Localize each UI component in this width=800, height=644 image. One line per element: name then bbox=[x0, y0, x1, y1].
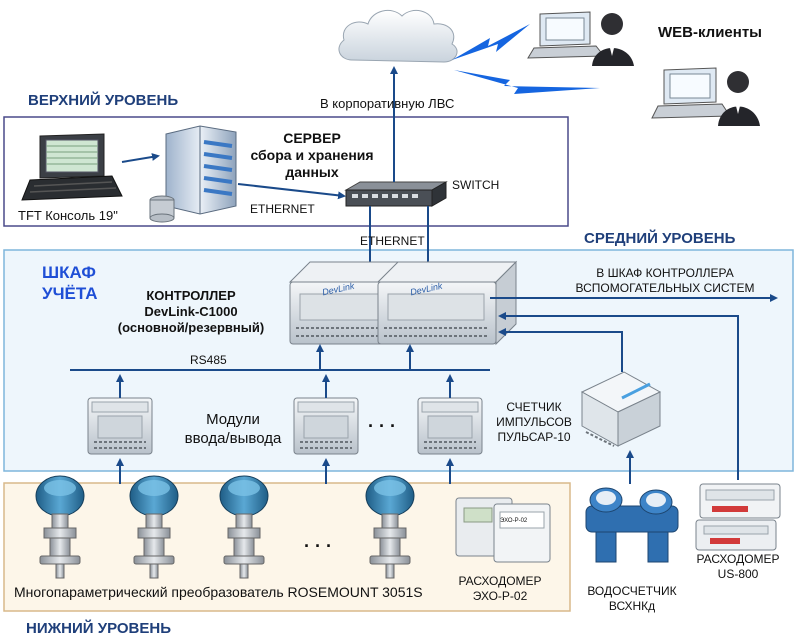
io-module-icon bbox=[87, 397, 153, 455]
io-module-icon bbox=[293, 397, 359, 455]
flowmeter-us800-label-line1: РАСХОДОМЕР bbox=[696, 552, 780, 566]
top-level-title: ВЕРХНИЙ УРОВЕНЬ bbox=[28, 92, 179, 109]
cabinet-label-line1: ШКАФ bbox=[42, 263, 96, 282]
lightning-icon bbox=[454, 70, 600, 94]
water-meter-label-line2: ВСХНКд bbox=[608, 599, 656, 613]
person-icon bbox=[592, 13, 634, 66]
server-label-line3: данных bbox=[285, 164, 339, 180]
flowmeter-echo-label: РАСХОДОМЕР ЭХО-Р-02 bbox=[450, 574, 550, 604]
lightning-icon bbox=[452, 24, 530, 60]
sensor-ellipsis: · · · bbox=[304, 536, 332, 556]
flowmeter-echo-icon bbox=[455, 497, 551, 563]
pulse-controller-arrow bbox=[498, 328, 623, 372]
water-meter-label-line1: ВОДОСЧЕТЧИК bbox=[587, 584, 677, 598]
aux-cabinet-label-line1: В ШКАФ КОНТРОЛЛЕРА bbox=[596, 266, 734, 280]
tft-console-label: TFT Консоль 19" bbox=[18, 208, 118, 223]
ethernet-middle-label: ETHERNET bbox=[360, 234, 425, 248]
us800-controller-arrow bbox=[498, 312, 739, 480]
ethernet-top-label: ETHERNET bbox=[250, 202, 315, 216]
io-modules-label: Модули ввода/вывода bbox=[178, 410, 288, 448]
tft-console-icon bbox=[21, 133, 123, 201]
controller-label-line1: КОНТРОЛЛЕР bbox=[146, 288, 236, 303]
pulse-counter-icon bbox=[580, 371, 662, 447]
transmitter-label: Многопараметрический преобразователь ROS… bbox=[14, 584, 423, 600]
cloud-icon bbox=[338, 9, 458, 63]
pulse-counter-label: СЧЕТЧИК ИМПУЛЬСОВ ПУЛЬСАР-10 bbox=[492, 400, 576, 445]
pulse-counter-label-line2: ИМПУЛЬСОВ bbox=[496, 415, 572, 429]
aux-cabinet-label: В ШКАФ КОНТРОЛЛЕРА ВСПОМОГАТЕЛЬНЫХ СИСТЕ… bbox=[560, 266, 770, 296]
bottom-level-title: НИЖНИЙ УРОВЕНЬ bbox=[26, 620, 171, 637]
server-switch-arrow bbox=[237, 183, 346, 200]
corporate-lan-label: В корпоративную ЛВС bbox=[320, 96, 455, 111]
person-icon bbox=[718, 71, 760, 126]
laptop-icon bbox=[527, 11, 606, 59]
controller-label: КОНТРОЛЛЕР DevLink-C1000 (основной/резер… bbox=[106, 288, 276, 336]
controller-label-line3: (основной/резервный) bbox=[117, 320, 265, 335]
flowmeter-us800-label-line2: US-800 bbox=[717, 567, 759, 581]
controller-label-line2: DevLink-C1000 bbox=[144, 304, 238, 319]
pulse-counter-label-line1: СЧЕТЧИК bbox=[506, 400, 562, 414]
cabinet-label-line2: УЧЁТА bbox=[42, 284, 98, 303]
flowmeter-echo-panel-label: ЭХО-Р-02 bbox=[500, 518, 528, 524]
web-clients-label: WEB-клиенты bbox=[658, 24, 762, 41]
flowmeter-us800-label: РАСХОДОМЕР US-800 bbox=[688, 552, 788, 582]
flowmeter-echo-label-line1: РАСХОДОМЕР bbox=[458, 574, 542, 588]
flowmeter-echo-label-line2: ЭХО-Р-02 bbox=[472, 589, 528, 603]
console-server-arrow bbox=[121, 153, 160, 163]
cabinet-label: ШКАФ УЧЁТА bbox=[42, 262, 97, 304]
pulse-counter-label-line3: ПУЛЬСАР-10 bbox=[497, 430, 571, 444]
io-module-icon bbox=[417, 397, 483, 455]
water-meter-icon bbox=[585, 487, 679, 563]
switch-icon bbox=[344, 181, 448, 207]
controller-reserve-icon bbox=[377, 261, 517, 345]
io-modules-label-line2: ввода/вывода bbox=[184, 430, 282, 447]
aux-cabinet-label-line2: ВСПОМОГАТЕЛЬНЫХ СИСТЕМ bbox=[575, 281, 755, 295]
server-label: СЕРВЕР сбора и хранения данных bbox=[242, 130, 382, 181]
server-icon bbox=[149, 125, 237, 223]
laptop-icon bbox=[651, 67, 731, 119]
module-ellipsis: · · · bbox=[368, 416, 396, 436]
rs485-label: RS485 bbox=[190, 353, 227, 367]
flowmeter-us800-icon bbox=[695, 483, 781, 551]
switch-label: SWITCH bbox=[452, 178, 500, 192]
server-label-line1: СЕРВЕР bbox=[283, 130, 341, 146]
middle-level-title: СРЕДНИЙ УРОВЕНЬ bbox=[584, 230, 736, 247]
water-meter-label: ВОДОСЧЕТЧИК ВСХНКд bbox=[582, 584, 682, 614]
server-label-line2: сбора и хранения bbox=[250, 147, 374, 163]
io-modules-label-line1: Модули bbox=[206, 411, 260, 428]
